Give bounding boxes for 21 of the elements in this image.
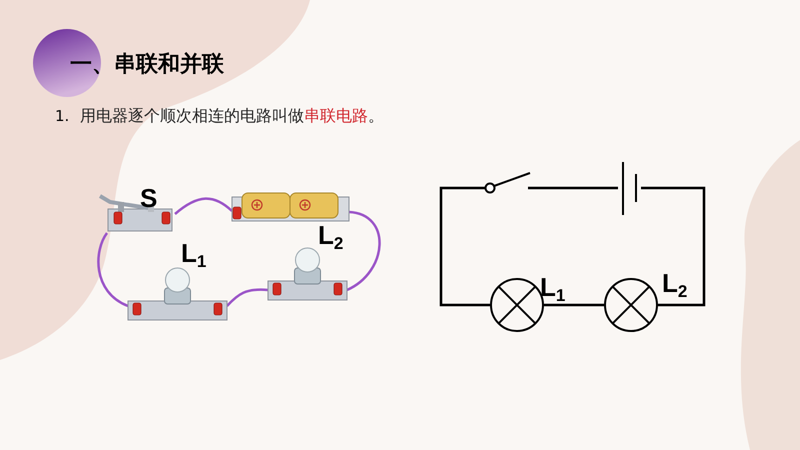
list-number: 1. bbox=[55, 107, 70, 125]
switch-symbol bbox=[483, 170, 533, 194]
component-label: L$_{2}$ bbox=[318, 222, 344, 252]
title: 一、串联和并联 bbox=[70, 52, 224, 78]
wire bbox=[528, 186, 618, 190]
component-label: L$_{1}$ bbox=[181, 240, 206, 270]
wire bbox=[440, 186, 490, 306]
wire bbox=[641, 186, 706, 306]
component-label: L$_{2}$ bbox=[662, 270, 688, 300]
component-label: S bbox=[140, 185, 158, 211]
lamp-drawing bbox=[128, 268, 227, 321]
battery-drawing bbox=[232, 193, 349, 223]
wire bbox=[174, 197, 233, 215]
component-label: L$_{1}$ bbox=[540, 274, 566, 304]
wire bbox=[226, 288, 268, 307]
wire bbox=[544, 304, 604, 306]
definition-text: 用电器逐个顺次相连的电路叫做串联电路。 bbox=[80, 106, 384, 127]
lamp-symbol bbox=[604, 278, 658, 332]
lamp-drawing bbox=[268, 248, 347, 301]
wire bbox=[346, 210, 381, 292]
wire bbox=[97, 232, 129, 308]
